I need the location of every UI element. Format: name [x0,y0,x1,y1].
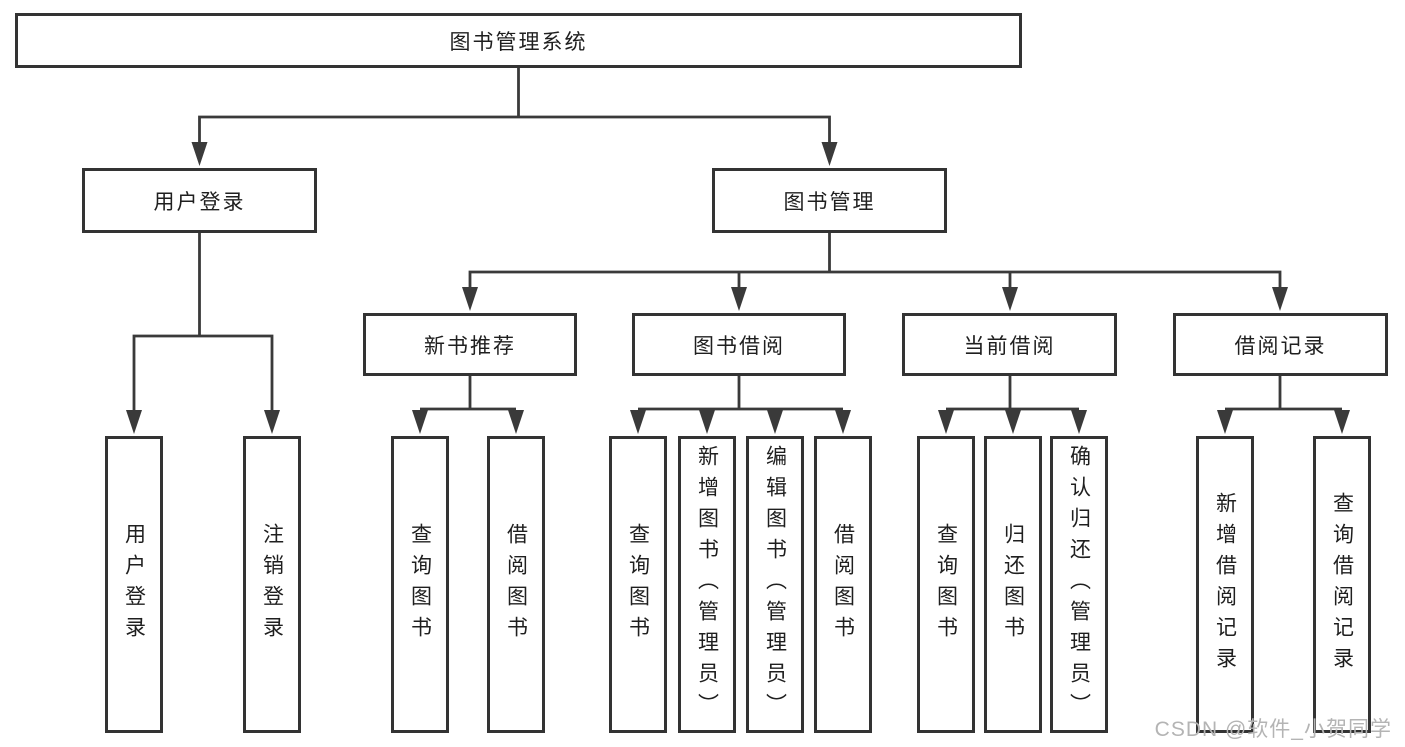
leaf-borrow-query-books-label: 查询图书 [626,522,650,647]
leaf-records-query-record: 查询借阅记录 [1313,436,1371,733]
node-new-book-recommend: 新书推荐 [363,313,577,376]
leaf-records-add-record: 新增借阅记录 [1196,436,1254,733]
leaf-current-query-books-label: 查询图书 [934,522,958,647]
leaf-records-add-record-label: 新增借阅记录 [1213,491,1237,678]
node-root-label: 图书管理系统 [449,30,588,54]
node-root: 图书管理系统 [15,13,1022,68]
leaf-borrow-add-books-admin-label: 新增图书（管理员） [695,445,719,724]
node-user-login: 用户登录 [82,168,317,233]
leaf-newbooks-borrow-books: 借阅图书 [487,436,545,733]
leaf-newbooks-query-books-label: 查询图书 [408,522,432,647]
node-new-book-recommend-label: 新书推荐 [424,334,516,358]
leaf-borrow-edit-books-admin-label: 编辑图书（管理员） [763,445,787,724]
leaf-borrow-add-books-admin: 新增图书（管理员） [678,436,736,733]
leaf-newbooks-query-books: 查询图书 [391,436,449,733]
leaf-user-login: 用户登录 [105,436,163,733]
leaf-records-query-record-label: 查询借阅记录 [1330,491,1354,678]
leaf-current-return-books: 归还图书 [984,436,1042,733]
node-borrow-records-label: 借阅记录 [1234,334,1327,358]
leaf-borrow-query-books: 查询图书 [609,436,667,733]
leaf-current-query-books: 查询图书 [917,436,975,733]
node-book-management: 图书管理 [712,168,947,233]
leaf-borrow-borrow-books: 借阅图书 [814,436,872,733]
leaf-logout: 注销登录 [243,436,301,733]
node-borrow-records: 借阅记录 [1173,313,1388,376]
node-book-borrow: 图书借阅 [632,313,846,376]
leaf-logout-label: 注销登录 [260,522,284,647]
node-current-borrow-label: 当前借阅 [963,334,1056,358]
leaf-current-confirm-return-admin: 确认归还（管理员） [1050,436,1108,733]
csdn-watermark: CSDN @软件_小贺同学 [1154,718,1392,741]
leaf-borrow-borrow-books-label: 借阅图书 [831,522,855,647]
leaf-newbooks-borrow-books-label: 借阅图书 [504,522,528,647]
leaf-borrow-edit-books-admin: 编辑图书（管理员） [746,436,804,733]
node-book-management-label: 图书管理 [783,190,876,214]
leaf-current-confirm-return-admin-label: 确认归还（管理员） [1067,445,1091,724]
node-current-borrow: 当前借阅 [902,313,1117,376]
leaf-user-login-label: 用户登录 [122,522,146,647]
node-book-borrow-label: 图书借阅 [693,334,785,358]
leaf-current-return-books-label: 归还图书 [1001,522,1025,647]
node-user-login-label: 用户登录 [153,190,246,214]
